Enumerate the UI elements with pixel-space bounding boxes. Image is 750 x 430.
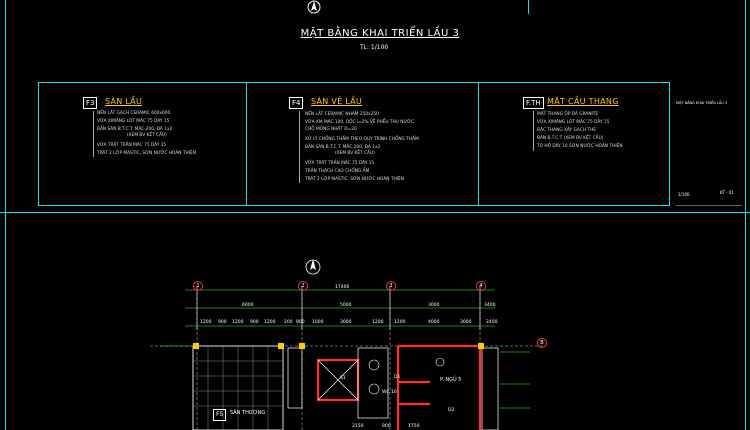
note-item: XỬ LÝ CHỐNG THẤM THEO QUY TRÌNH CHỐNG TH… [305,137,419,142]
grid-axis-b: B [537,338,547,348]
dim-sub: 1000 [312,320,324,325]
grid-axis-4: 4 [476,281,486,291]
dim-sub: 3000 [340,320,352,325]
dim-sub: 1200 [394,320,406,325]
note-item: (XEM BV KẾT CẤU) [127,133,167,138]
door-label-d2: D2 [448,408,455,413]
note-item: VỮA XM MÁC 100, DỐC i=2% VỀ PHỄU THU NƯỚ… [305,120,415,125]
note-item: MẶT THANG ỐP ĐÁ GRANITE [537,112,599,117]
room-label-wc: WC 10 [382,390,397,395]
note-item: NỀN LÁT CERAMIC NHÁM 250x250 [305,112,379,117]
sheet-divider [0,212,750,213]
compass-icon [305,0,323,20]
note-item: TÔ HỒ DÀY 10 SƠN NƯỚC HOÀN THIỆN [537,144,623,149]
sidebar-scale: 1/100 [678,192,690,197]
dim-sub: 1200 [200,320,212,325]
note-item: TRẦN THẠCH CAO CHỐNG ẨM [305,169,370,174]
note-bracket [93,111,94,157]
dim-overall: 17400 [335,285,350,290]
sheet-border-right [745,212,746,430]
section-heading: SÀN VỆ LẦU [311,97,363,106]
note-item: TRÁT 2 LỚP MASTIC, SƠN NƯỚC HOÀN THIỆN [305,177,404,182]
sheet-border-left-top [5,0,6,212]
note-item: BẢN B.T.C.T (XEM BV KẾT CẤU) [537,136,604,141]
sidebar-code: KT - 01 [720,190,734,195]
grid-axis-1: 1 [193,281,203,291]
page-title: MẶT BẰNG KHAI TRIỂN LẦU 3 [300,28,460,39]
tag-f4: F4 [289,97,304,109]
section-heading: MẶT CẦU THANG [547,97,619,106]
dim-sub: 900 [250,320,259,325]
dim-sub: 900 [296,320,305,325]
notes-divider [246,83,247,205]
dim-sub: 4000 [428,320,440,325]
note-bracket [299,111,300,183]
notes-panel: F3 SÀN LẦU NỀN LÁT GẠCH CERAMIC 600x600 … [38,82,670,206]
door-label-d1: D1 [394,375,401,380]
dim-sub: 200 [284,320,293,325]
tag-f5: F5 [213,409,227,421]
stair-label: S1 [340,376,346,381]
note-bracket [533,111,534,151]
note-item: VỮA XIMĂNG LÓT MÁC 75 DÀY 15 [97,119,170,124]
sheet-border-left [5,212,6,430]
note-item: BẢN SÀN B.T.C.T. MÁC 200, ĐÁ 1x2 [305,145,381,150]
note-item: NỀN LÁT GẠCH CERAMIC 600x600 [97,111,171,116]
section-heading: SÀN LẦU [105,97,143,106]
grid-axis-2: 2 [298,281,308,291]
dim-sub: 900 [218,320,227,325]
sidebar-title: MẶT BẰNG KHAI TRIỂN LẦU 3 [676,101,728,105]
note-item: CHỖ MỎNG NHẤT Đ=20 [305,127,357,132]
dim-bottom: 2150 [352,424,364,429]
note-item: VỮA XIMĂNG LÓT MÁC 75 DÀY 15 [537,120,610,125]
sheet-border-right-top [745,0,746,212]
tag-fth: F.TH [523,97,544,109]
dim-sub: 3000 [460,320,472,325]
dim-sub: 1200 [232,320,244,325]
room-label-terrace: SÂN THƯỢNG [230,410,266,416]
sidebar-line [676,205,742,206]
dim-span: 5000 [340,303,352,308]
grid-axis-3: 3 [386,281,396,291]
notes-divider [478,83,479,205]
dim-sub: 1200 [264,320,276,325]
note-item: (XEM BV KẾT CẤU) [335,151,375,156]
note-item: BẬC THANG XÂY GẠCH THẺ [537,128,596,133]
note-item: VỮA TRÁT TRẦN MÁC 75 DÀY 15 [305,161,375,166]
frame-tick [528,0,529,14]
dim-span: 6000 [242,303,254,308]
scale-label: TL: 1/100 [360,44,389,51]
note-item: TRÁT 2 LỚP MASTIC, SƠN NƯỚC HOÀN THIỆN [97,151,196,156]
dim-span: 3000 [428,303,440,308]
dim-sub: 1200 [372,320,384,325]
note-item: BẢN SÀN B.T.C.T. MÁC 200, ĐÁ 1x2 [97,127,173,132]
room-label-bedroom: P. NGỦ 5 [440,377,462,383]
dim-span: 3400 [484,303,496,308]
dim-bottom: 900 [382,424,391,429]
tag-f3: F3 [83,97,98,109]
dim-bottom: 1750 [408,424,420,429]
note-item: VỮA TRÁT TRẦN MÁC 75 DÀY 15 [97,143,167,148]
dim-sub: 2400 [486,320,498,325]
floor-plan: 1 2 3 4 B 17400 6000 5000 3000 3400 1200… [0,212,750,430]
